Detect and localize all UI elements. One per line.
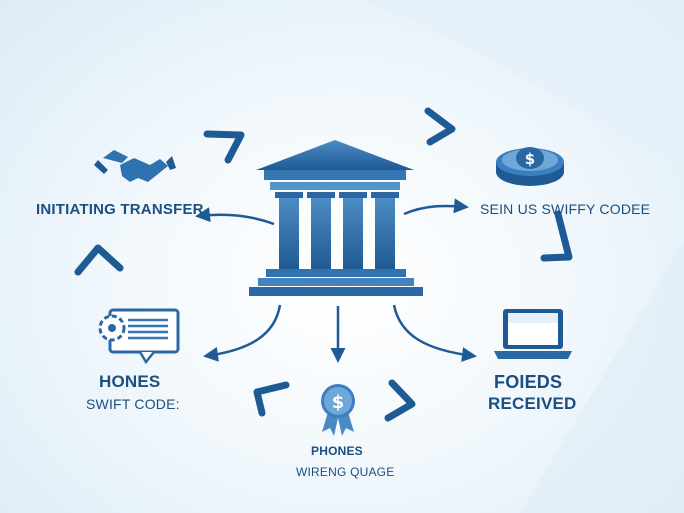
chevron-arrow-top-right — [424, 107, 456, 146]
chevron-arrow-bottom-left — [253, 381, 290, 417]
label-wire: WIRENG QUAGE — [296, 465, 395, 479]
label-foieds: FOIEDS — [494, 372, 563, 392]
dollar-badge-icon: $ — [321, 384, 355, 436]
arrow-to-received — [392, 304, 477, 362]
label-received: RECEIVED — [488, 394, 577, 413]
badge-symbol: $ — [332, 392, 345, 413]
bank-icon — [249, 140, 423, 296]
handshake-icon — [94, 150, 176, 182]
chevron-arrow-top-left — [203, 130, 245, 164]
arrow-to-swift-code — [403, 198, 469, 216]
laptop-icon — [494, 309, 572, 359]
chevron-arrow-bottom-right — [384, 379, 416, 422]
label-initiating-transfer: INITIATING TRANSFER — [36, 201, 204, 218]
arrow-to-initiating — [195, 207, 275, 226]
coin-symbol: $ — [525, 150, 535, 168]
label-swift-code-right: SEIN US SWIFFY CODEE — [480, 201, 651, 217]
label-swift-code-left: SWIFT CODE: — [86, 396, 180, 412]
label-hones: HONES — [99, 372, 161, 391]
chevron-arrow-left — [74, 244, 124, 276]
arrow-to-hones — [203, 304, 282, 362]
coin-stack-icon: $ — [496, 147, 564, 186]
label-phones: PHONES — [311, 444, 363, 458]
chevron-arrow-right — [540, 210, 573, 262]
flow-arrows — [195, 198, 477, 363]
document-gear-icon — [98, 308, 180, 365]
